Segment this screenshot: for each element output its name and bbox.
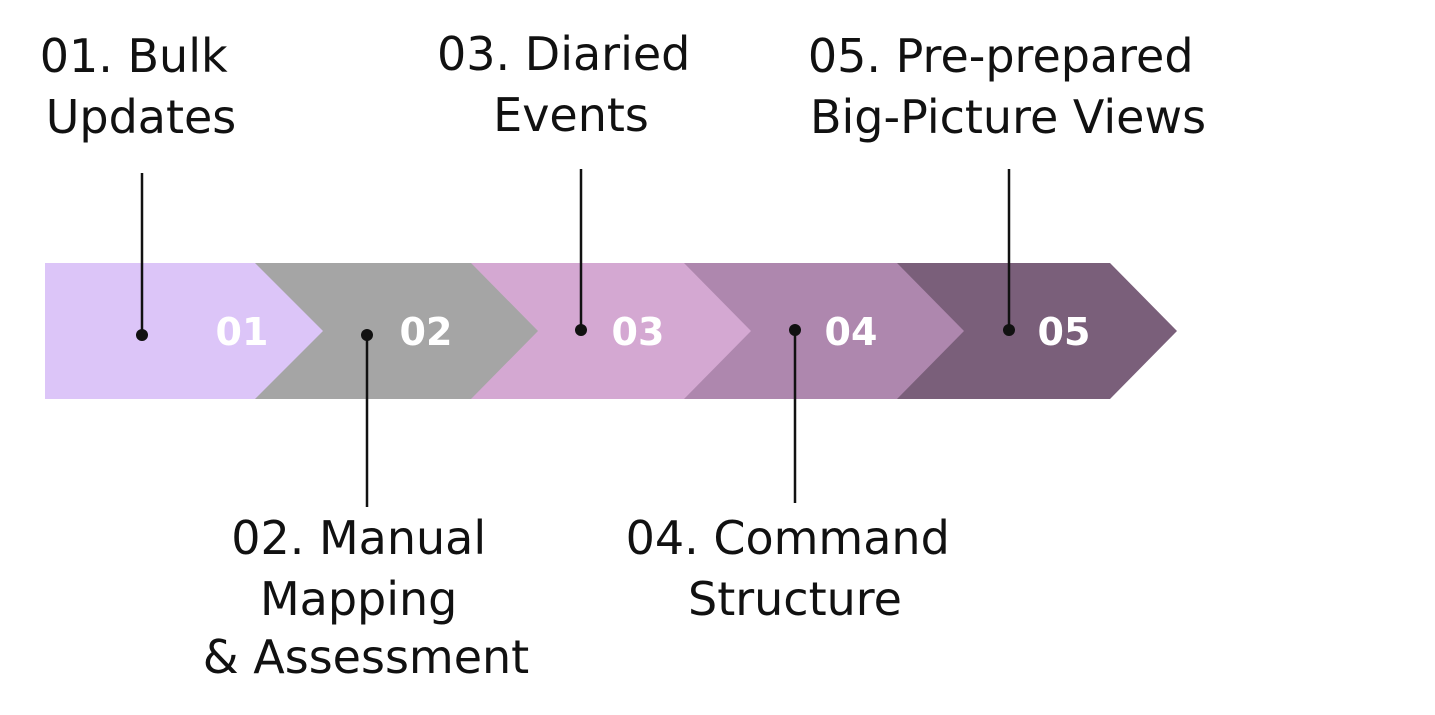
chevron-step-02: [254, 263, 538, 399]
step-number-01: 01: [216, 310, 269, 354]
step-label-05-line-1: 05. Pre-prepared: [808, 29, 1194, 83]
chevron-step-05: [895, 263, 1177, 399]
step-number-02: 02: [400, 310, 453, 354]
step-number-03: 03: [612, 310, 665, 354]
step-label-04-line-1: 04. Command: [626, 511, 950, 565]
chevron-step-03: [469, 263, 751, 399]
leader-dot-05: [1003, 324, 1015, 336]
step-label-04-line-2: Structure: [688, 572, 902, 626]
step-label-02-line-1: 02. Manual: [231, 511, 486, 565]
step-label-01-line-1: 01. Bulk: [40, 29, 228, 83]
step-numbers: 01 02 03 04 05: [216, 310, 1091, 354]
step-label-03-line-1: 03. Diaried: [437, 27, 690, 81]
step-number-04: 04: [825, 310, 878, 354]
step-label-04: 04. Command Structure: [626, 511, 965, 626]
leader-dot-04: [789, 324, 801, 336]
step-label-03-line-2: Events: [493, 88, 649, 142]
leader-dot-02: [361, 329, 373, 341]
step-label-05: 05. Pre-prepared Big-Picture Views: [808, 29, 1208, 144]
step-label-03: 03. Diaried Events: [437, 27, 705, 142]
step-label-05-line-2: Big-Picture Views: [810, 90, 1206, 144]
leader-dot-01: [136, 329, 148, 341]
chevron-step-04: [682, 263, 964, 399]
step-label-02-line-3: & Assessment: [203, 630, 529, 684]
chevron-band: [45, 263, 1177, 399]
leader-lines: [136, 169, 1015, 507]
step-label-01-line-2: Updates: [46, 90, 237, 144]
step-label-02: 02. Manual Mapping & Assessment: [203, 511, 529, 684]
step-label-01: 01. Bulk Updates: [40, 29, 243, 144]
chevron-step-01: [45, 263, 323, 399]
step-label-02-line-2: Mapping: [260, 572, 457, 626]
leader-dot-03: [575, 324, 587, 336]
step-labels: 01. Bulk Updates 02. Manual Mapping & As…: [40, 27, 1208, 684]
step-number-05: 05: [1038, 310, 1091, 354]
